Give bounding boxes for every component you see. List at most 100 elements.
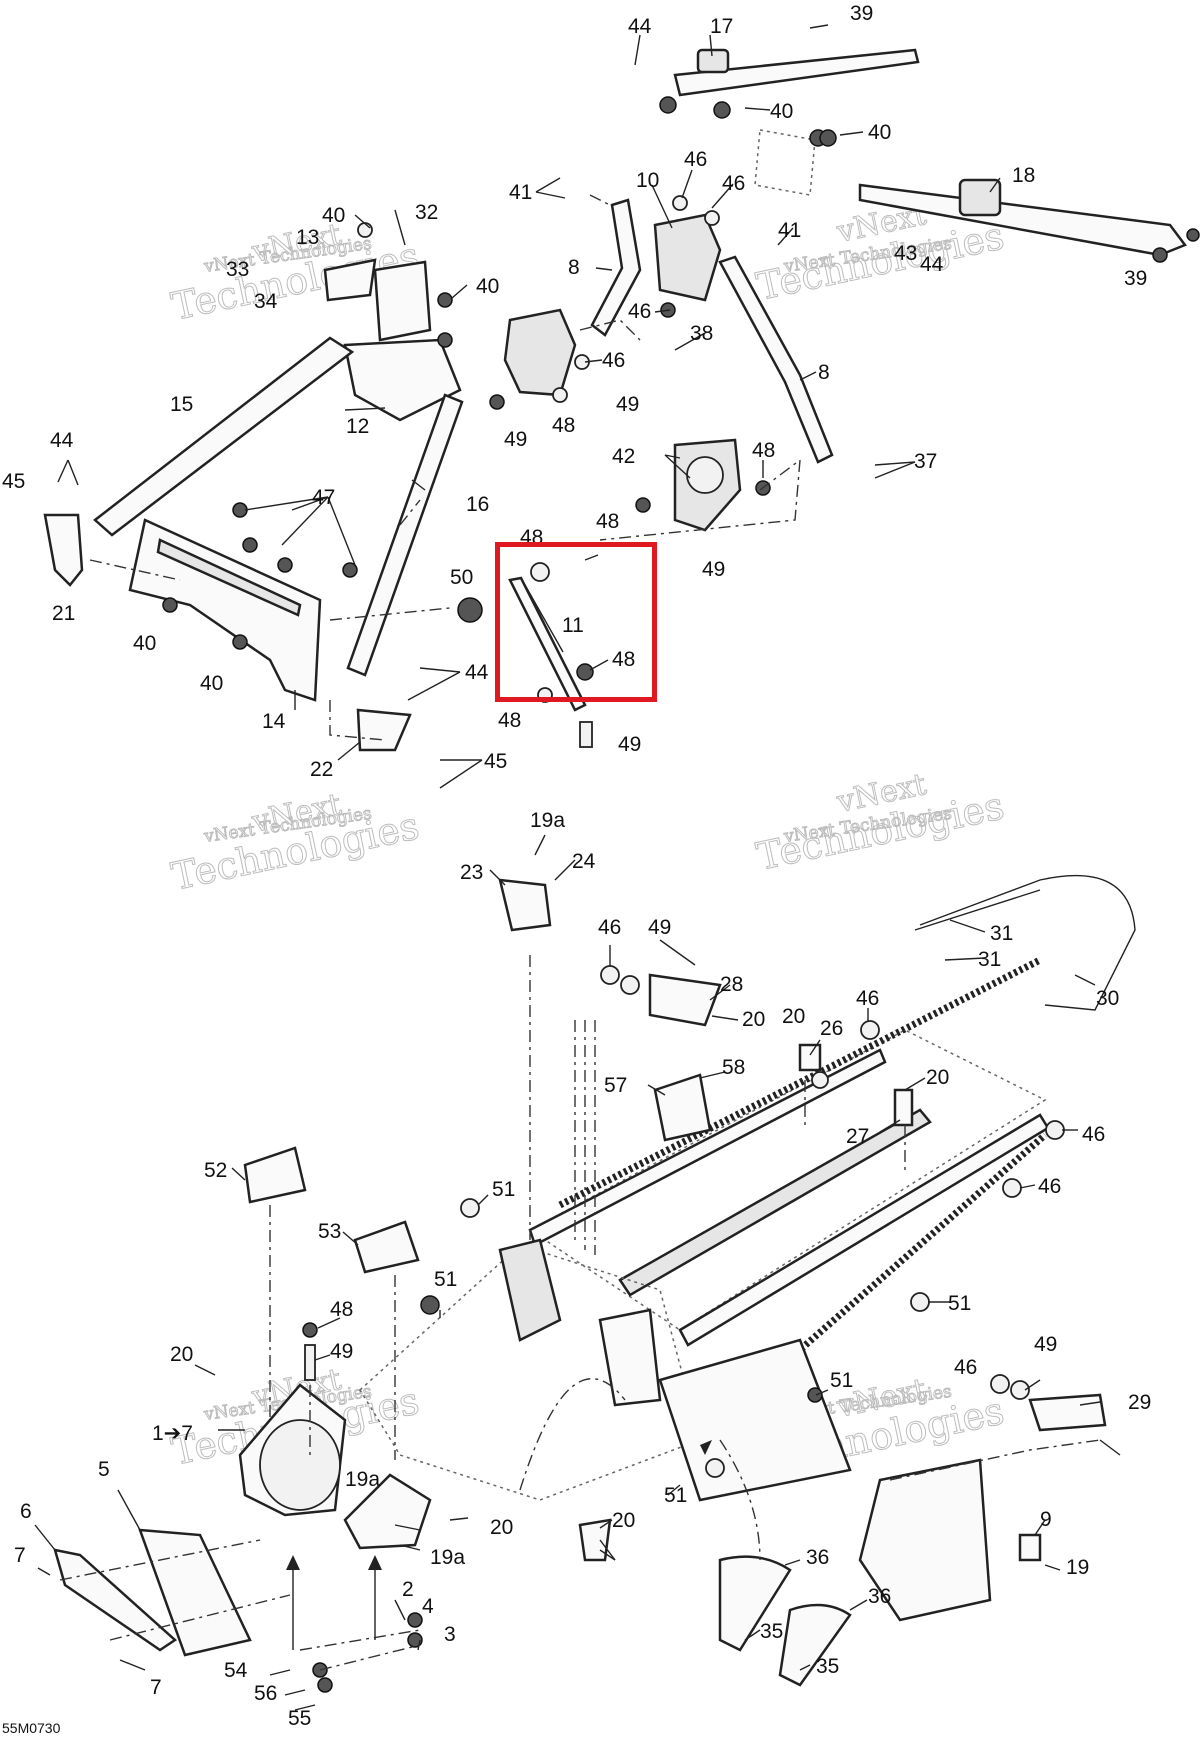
callout-label: 45 (484, 750, 507, 773)
callout-label: 7 (150, 1676, 162, 1699)
nut (342, 562, 358, 578)
callout-label: 20 (926, 1066, 949, 1089)
bushing (1010, 1380, 1030, 1400)
bushing (705, 1458, 725, 1478)
callout-label: 44 (50, 429, 74, 452)
callout-label: 36 (868, 1585, 891, 1608)
part-48-nut (576, 663, 594, 681)
part-57-plate (653, 1073, 712, 1142)
callout-label: 58 (722, 1056, 745, 1079)
nut (232, 502, 248, 518)
washer (357, 222, 373, 238)
callout-label: 54 (224, 1659, 248, 1682)
callout-label: 55 (288, 1707, 311, 1730)
part-32-plate (373, 260, 432, 342)
callout-label: 35 (816, 1655, 839, 1678)
callout-label: 36 (806, 1546, 829, 1569)
bushing (620, 975, 640, 995)
upper-hardware (162, 96, 1200, 650)
callout-label: 51 (830, 1369, 853, 1392)
callout-label: 8 (818, 361, 830, 384)
callout-label: 11 (562, 614, 584, 637)
callout-label: 7 (14, 1544, 26, 1567)
lower-leader-lines (34, 834, 1121, 1711)
part-53-block (353, 1220, 420, 1274)
part-15-bar (93, 336, 355, 537)
callout-label: 46 (628, 300, 651, 323)
nut (1186, 228, 1200, 242)
callout-label: 4 (422, 1595, 434, 1618)
part-14-rib (156, 538, 302, 617)
callout-label: 49 (504, 428, 527, 451)
part-8-left-arm (590, 198, 642, 337)
callout-label: 40 (476, 275, 499, 298)
callout-label: 2 (402, 1578, 414, 1601)
callout-label: 31 (978, 948, 1001, 971)
callout-label: 12 (346, 415, 369, 438)
callout-label: 17 (710, 15, 733, 38)
callout-label: 39 (850, 2, 873, 25)
callout-label: 44 (920, 253, 944, 276)
part-49-bolt (579, 721, 593, 748)
nut (437, 332, 453, 348)
part-25-bracket (578, 1518, 612, 1562)
nut (407, 1612, 423, 1628)
callout-label: 51 (664, 1484, 687, 1507)
nut (1152, 247, 1168, 263)
callout-label: 27 (846, 1125, 869, 1148)
callout-label: 40 (770, 100, 793, 123)
callout-label: 42 (612, 445, 635, 468)
part-17-bar (673, 48, 920, 97)
part-33-plate (323, 258, 377, 302)
callout-labels: 44 17 39 40 40 46 46 10 41 18 40 32 33 1… (2, 2, 1151, 1730)
callout-label: 48 (752, 439, 775, 462)
tunnel-center-rib (618, 1108, 932, 1297)
left-pulley-assembly (503, 308, 577, 397)
callout-label: 13 (296, 226, 319, 249)
callout-label: 32 (415, 201, 438, 224)
nut (819, 129, 837, 147)
part-27-tab (893, 1088, 914, 1127)
callout-label: 5 (98, 1458, 110, 1481)
callout-label: 28 (720, 973, 743, 996)
nut (242, 537, 258, 553)
suspension-mount (598, 1308, 662, 1407)
callout-label: 26 (820, 1017, 843, 1040)
nut (807, 1387, 823, 1403)
callout-label: 10 (636, 169, 659, 192)
callout-label: 46 (684, 148, 707, 171)
part-17-mount (696, 48, 730, 74)
mount-cutout (259, 1419, 341, 1511)
lower-assembly-lines (59, 955, 1101, 1671)
part-52-block (243, 1146, 307, 1204)
callout-label: 20 (612, 1509, 635, 1532)
part-21-bracket (43, 513, 84, 587)
callout-label: 20 (490, 1516, 513, 1539)
nut (407, 1632, 423, 1648)
callout-label: 48 (330, 1298, 353, 1321)
tunnel-rail-left (528, 1048, 887, 1247)
callout-label: 49 (618, 733, 641, 756)
callout-label: 41 (778, 219, 801, 242)
bushing (1002, 1178, 1022, 1198)
callout-label: 8 (568, 256, 580, 279)
callout-label: 19 (1066, 1556, 1089, 1579)
part-50-cap (457, 597, 483, 623)
rear-bumper-plate (858, 1458, 992, 1622)
nut (420, 1295, 440, 1315)
lower-chassis (53, 874, 1136, 1687)
nut (317, 1677, 333, 1693)
callout-label: 49 (1034, 1333, 1057, 1356)
bushing (672, 195, 688, 211)
part-14-bumper (128, 518, 322, 702)
callout-label: 46 (954, 1356, 977, 1379)
part-12-plate (343, 338, 462, 422)
tunnel-top-ghost (528, 1029, 1047, 1331)
bushing (811, 1071, 829, 1089)
bushing (552, 387, 568, 403)
callout-label: 50 (450, 566, 473, 589)
steering-post (498, 1238, 562, 1342)
part-11-rod (508, 576, 587, 712)
callout-label: 6 (20, 1500, 32, 1523)
